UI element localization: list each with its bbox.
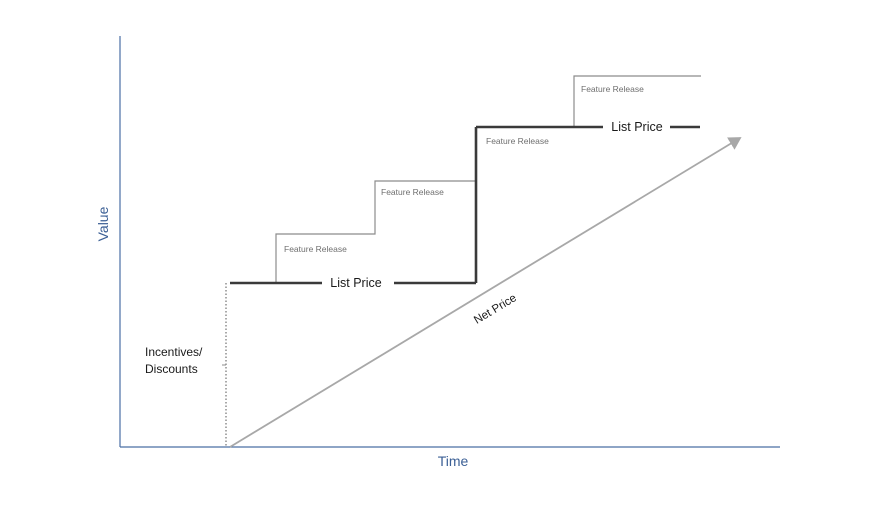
list-price-label-upper: List Price (611, 120, 662, 134)
x-axis-label: Time (438, 453, 469, 469)
feature-release-label-3: Feature Release (486, 136, 549, 146)
feature-release-label-2: Feature Release (381, 187, 444, 197)
net-price-line (229, 137, 742, 448)
feature-step-line (275, 180, 475, 283)
feature-release-label-1: Feature Release (284, 244, 347, 254)
net-price-label: Net Price (472, 292, 519, 327)
y-axis-label: Value (95, 206, 111, 241)
incentives-label-line1: Incentives/ (145, 345, 203, 359)
incentives-label-line2: Discounts (145, 362, 198, 376)
feature-release-label-4: Feature Release (581, 84, 644, 94)
list-price-label-lower: List Price (330, 276, 381, 290)
feature-step-line-upper (573, 75, 701, 127)
